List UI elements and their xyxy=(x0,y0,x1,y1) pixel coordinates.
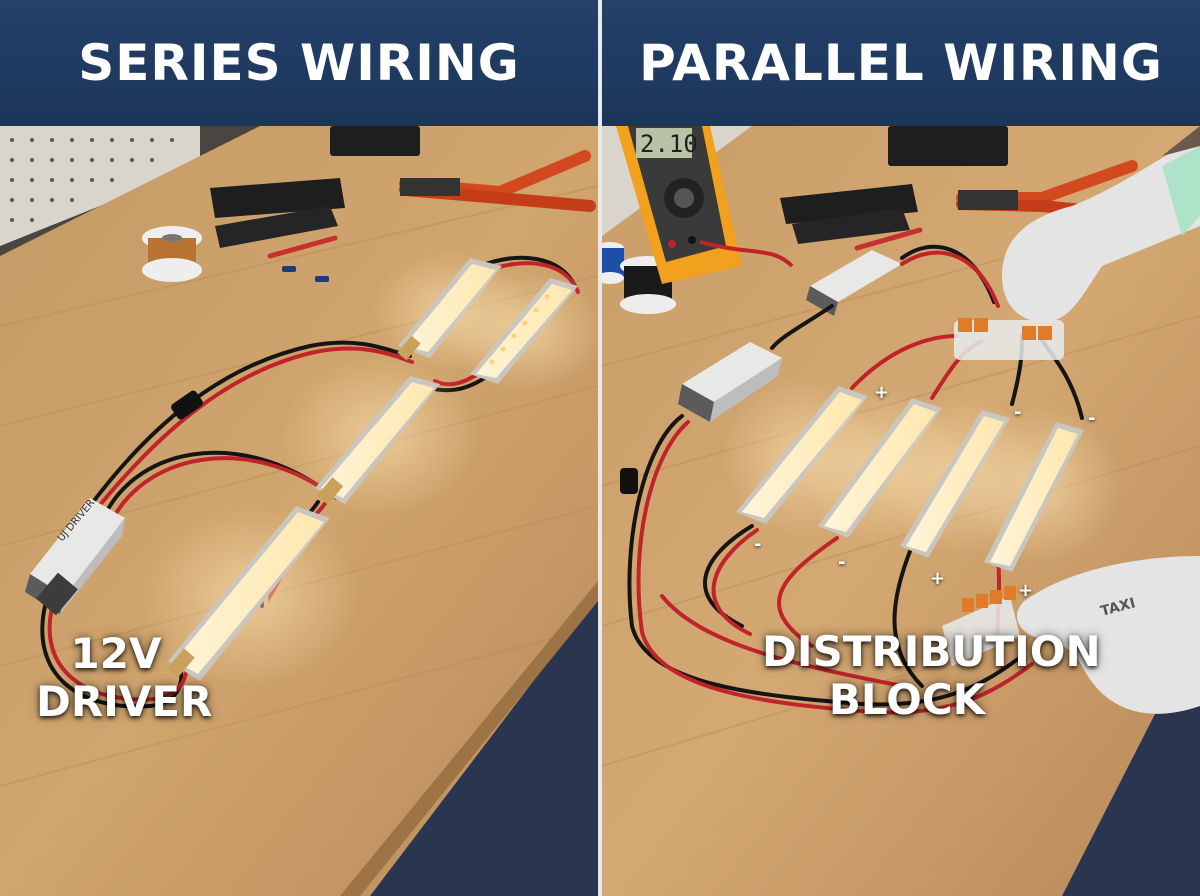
distribution-block-caption: DISTRIBUTION BLOCK xyxy=(762,627,1101,724)
led-strip-4 xyxy=(140,506,360,686)
gloved-hand-top xyxy=(1002,126,1200,322)
background-box xyxy=(888,126,1008,166)
polarity-plus-1: + xyxy=(874,382,890,403)
series-wiring-panel: SERIES WIRING xyxy=(0,0,598,896)
inline-connector xyxy=(171,390,203,420)
series-wiring-scene: UJ DRIVER xyxy=(0,126,598,896)
caption-line-1: DISTRIBUTION xyxy=(762,627,1101,676)
inline-connector xyxy=(620,468,638,494)
parallel-wiring-panel: PARALLEL WIRING xyxy=(602,0,1200,896)
series-wiring-photo: UJ DRIVER xyxy=(0,126,598,896)
parallel-led-strip-4 xyxy=(962,406,1122,572)
distribution-block-top xyxy=(954,318,1064,360)
background-box xyxy=(330,126,420,156)
heat-shrink-tubing xyxy=(210,178,345,218)
multimeter-display: 2.10 xyxy=(640,130,698,158)
distribution-block-bottom xyxy=(942,586,1020,666)
caption-line-1: 12V xyxy=(70,629,162,678)
panel-divider xyxy=(598,0,602,896)
wire-spool-blue xyxy=(602,242,624,284)
series-wiring-title: SERIES WIRING xyxy=(78,34,520,92)
12v-driver-caption: 12V DRIVER xyxy=(36,629,213,726)
led-strip-3 xyxy=(280,356,480,516)
polarity-minus-4: - xyxy=(838,552,846,573)
polarity-plus-2: + xyxy=(930,568,946,589)
12v-driver-bottom xyxy=(678,342,782,422)
series-wiring-header: SERIES WIRING xyxy=(0,0,598,126)
polarity-minus-1: - xyxy=(1014,402,1022,423)
pegboard xyxy=(0,126,200,246)
wire-spool-black xyxy=(620,256,676,314)
gloved-hand-bottom: TAXI xyxy=(1017,556,1200,714)
led-strip-2 xyxy=(445,271,598,391)
parallel-wiring-photo: 2.10 xyxy=(602,126,1200,896)
wire-strippers xyxy=(399,150,596,212)
polarity-plus-3: + xyxy=(1018,580,1034,601)
polarity-minus-3: - xyxy=(754,534,762,555)
parallel-wiring-header: PARALLEL WIRING xyxy=(602,0,1200,126)
wire-spool xyxy=(142,226,202,282)
polarity-minus-2: - xyxy=(1088,408,1096,429)
caption-line-2: BLOCK xyxy=(828,675,986,724)
parallel-wiring-scene: 2.10 xyxy=(602,126,1200,896)
parallel-wiring-title: PARALLEL WIRING xyxy=(639,34,1163,92)
caption-line-2: DRIVER xyxy=(36,677,213,726)
